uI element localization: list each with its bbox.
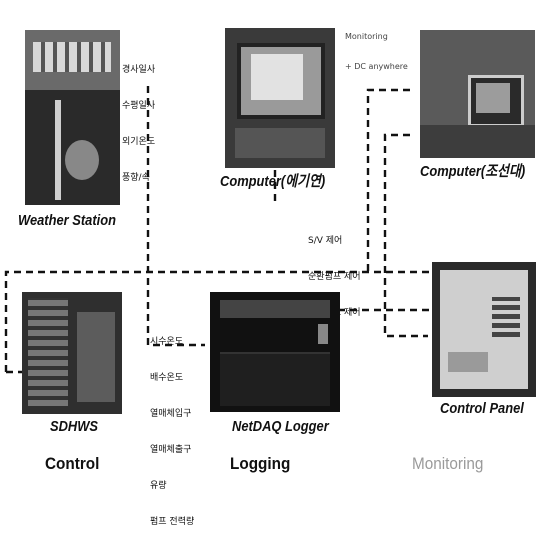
weather-note: 경사일사	[122, 65, 156, 75]
weather-note: 외기온도	[122, 137, 156, 147]
weather-station-photo	[25, 30, 120, 205]
logging-note: 열매체출구	[150, 445, 192, 455]
computer-kier-label: Computer(에기연)	[220, 173, 326, 190]
section-logging-label: Logging	[230, 454, 291, 473]
control-panel-photo	[432, 262, 536, 397]
sdhws-label: SDHWS	[50, 418, 99, 435]
control-note: 순환펌프 제어	[308, 272, 361, 282]
monitor-note: + DC anywhere	[345, 62, 408, 71]
netdaq-logger-label: NetDAQ Logger	[232, 418, 329, 435]
computer-kier-photo	[225, 28, 335, 168]
logging-notes: 시수온도 배수온도 열매체입구 열매체출구 유량 펌프 전력량	[150, 312, 194, 540]
control-panel-link-line	[383, 133, 428, 338]
logging-note: 시수온도	[150, 337, 184, 347]
section-control-label: Control	[45, 454, 100, 473]
netdaq-logger-photo	[210, 292, 340, 412]
weather-station-label: Weather Station	[18, 212, 116, 229]
monitor-note: Monitoring	[345, 32, 388, 41]
sdhws-photo	[22, 292, 122, 414]
computer-chosun-photo	[420, 30, 535, 158]
weather-note: 수평일사	[122, 101, 156, 111]
weather-notes: 경사일사 수평일사 외기온도 풍향/속	[122, 40, 155, 196]
control-note: S/V 제어	[308, 236, 343, 246]
weather-note: 풍향/속	[122, 173, 150, 183]
weather-to-logger-line	[146, 86, 205, 347]
logging-note: 열매체입구	[150, 409, 192, 419]
computer-chosun-link-line	[366, 88, 410, 272]
section-monitoring-label: Monitoring	[412, 454, 484, 473]
main-bus-line	[4, 270, 535, 372]
connection-lines	[4, 86, 535, 374]
computer-chosun-label: Computer(조선대)	[420, 163, 526, 180]
logging-note: 펌프 전력량	[150, 517, 195, 527]
control-panel-label: Control Panel	[440, 400, 524, 417]
logging-note: 배수온도	[150, 373, 184, 383]
monitor-notes: Monitoring + DC anywhere	[345, 12, 408, 82]
